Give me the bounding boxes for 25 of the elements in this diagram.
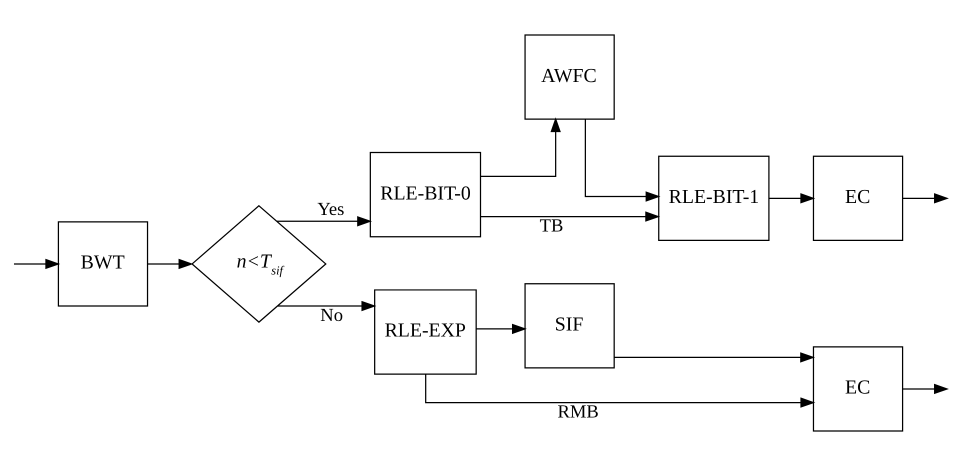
arrow [614, 352, 816, 363]
edge-label: RMB [558, 401, 599, 422]
node-box: EC [812, 346, 904, 432]
arrow [584, 119, 660, 202]
arrow [278, 300, 376, 312]
node-box: BWT [58, 221, 148, 307]
node-box: AWFC [524, 34, 615, 120]
arrow [14, 258, 60, 270]
arrow [425, 374, 816, 408]
arrow [476, 324, 527, 334]
arrow [148, 258, 194, 270]
arrow [480, 211, 660, 222]
node-box: RLE-EXP [374, 289, 477, 375]
edge-label: TB [540, 215, 564, 236]
arrow [276, 216, 372, 226]
node-box: EC [812, 156, 904, 242]
arrow [902, 193, 949, 204]
node-box: SIF [524, 283, 615, 369]
edge-label: Yes [317, 199, 344, 220]
arrow [902, 384, 949, 394]
node-box: RLE-BIT-1 [658, 156, 770, 242]
node-box: RLE-BIT-0 [370, 152, 482, 238]
arrow [480, 117, 561, 177]
edge-label: No [320, 304, 343, 326]
arrow [769, 193, 816, 204]
